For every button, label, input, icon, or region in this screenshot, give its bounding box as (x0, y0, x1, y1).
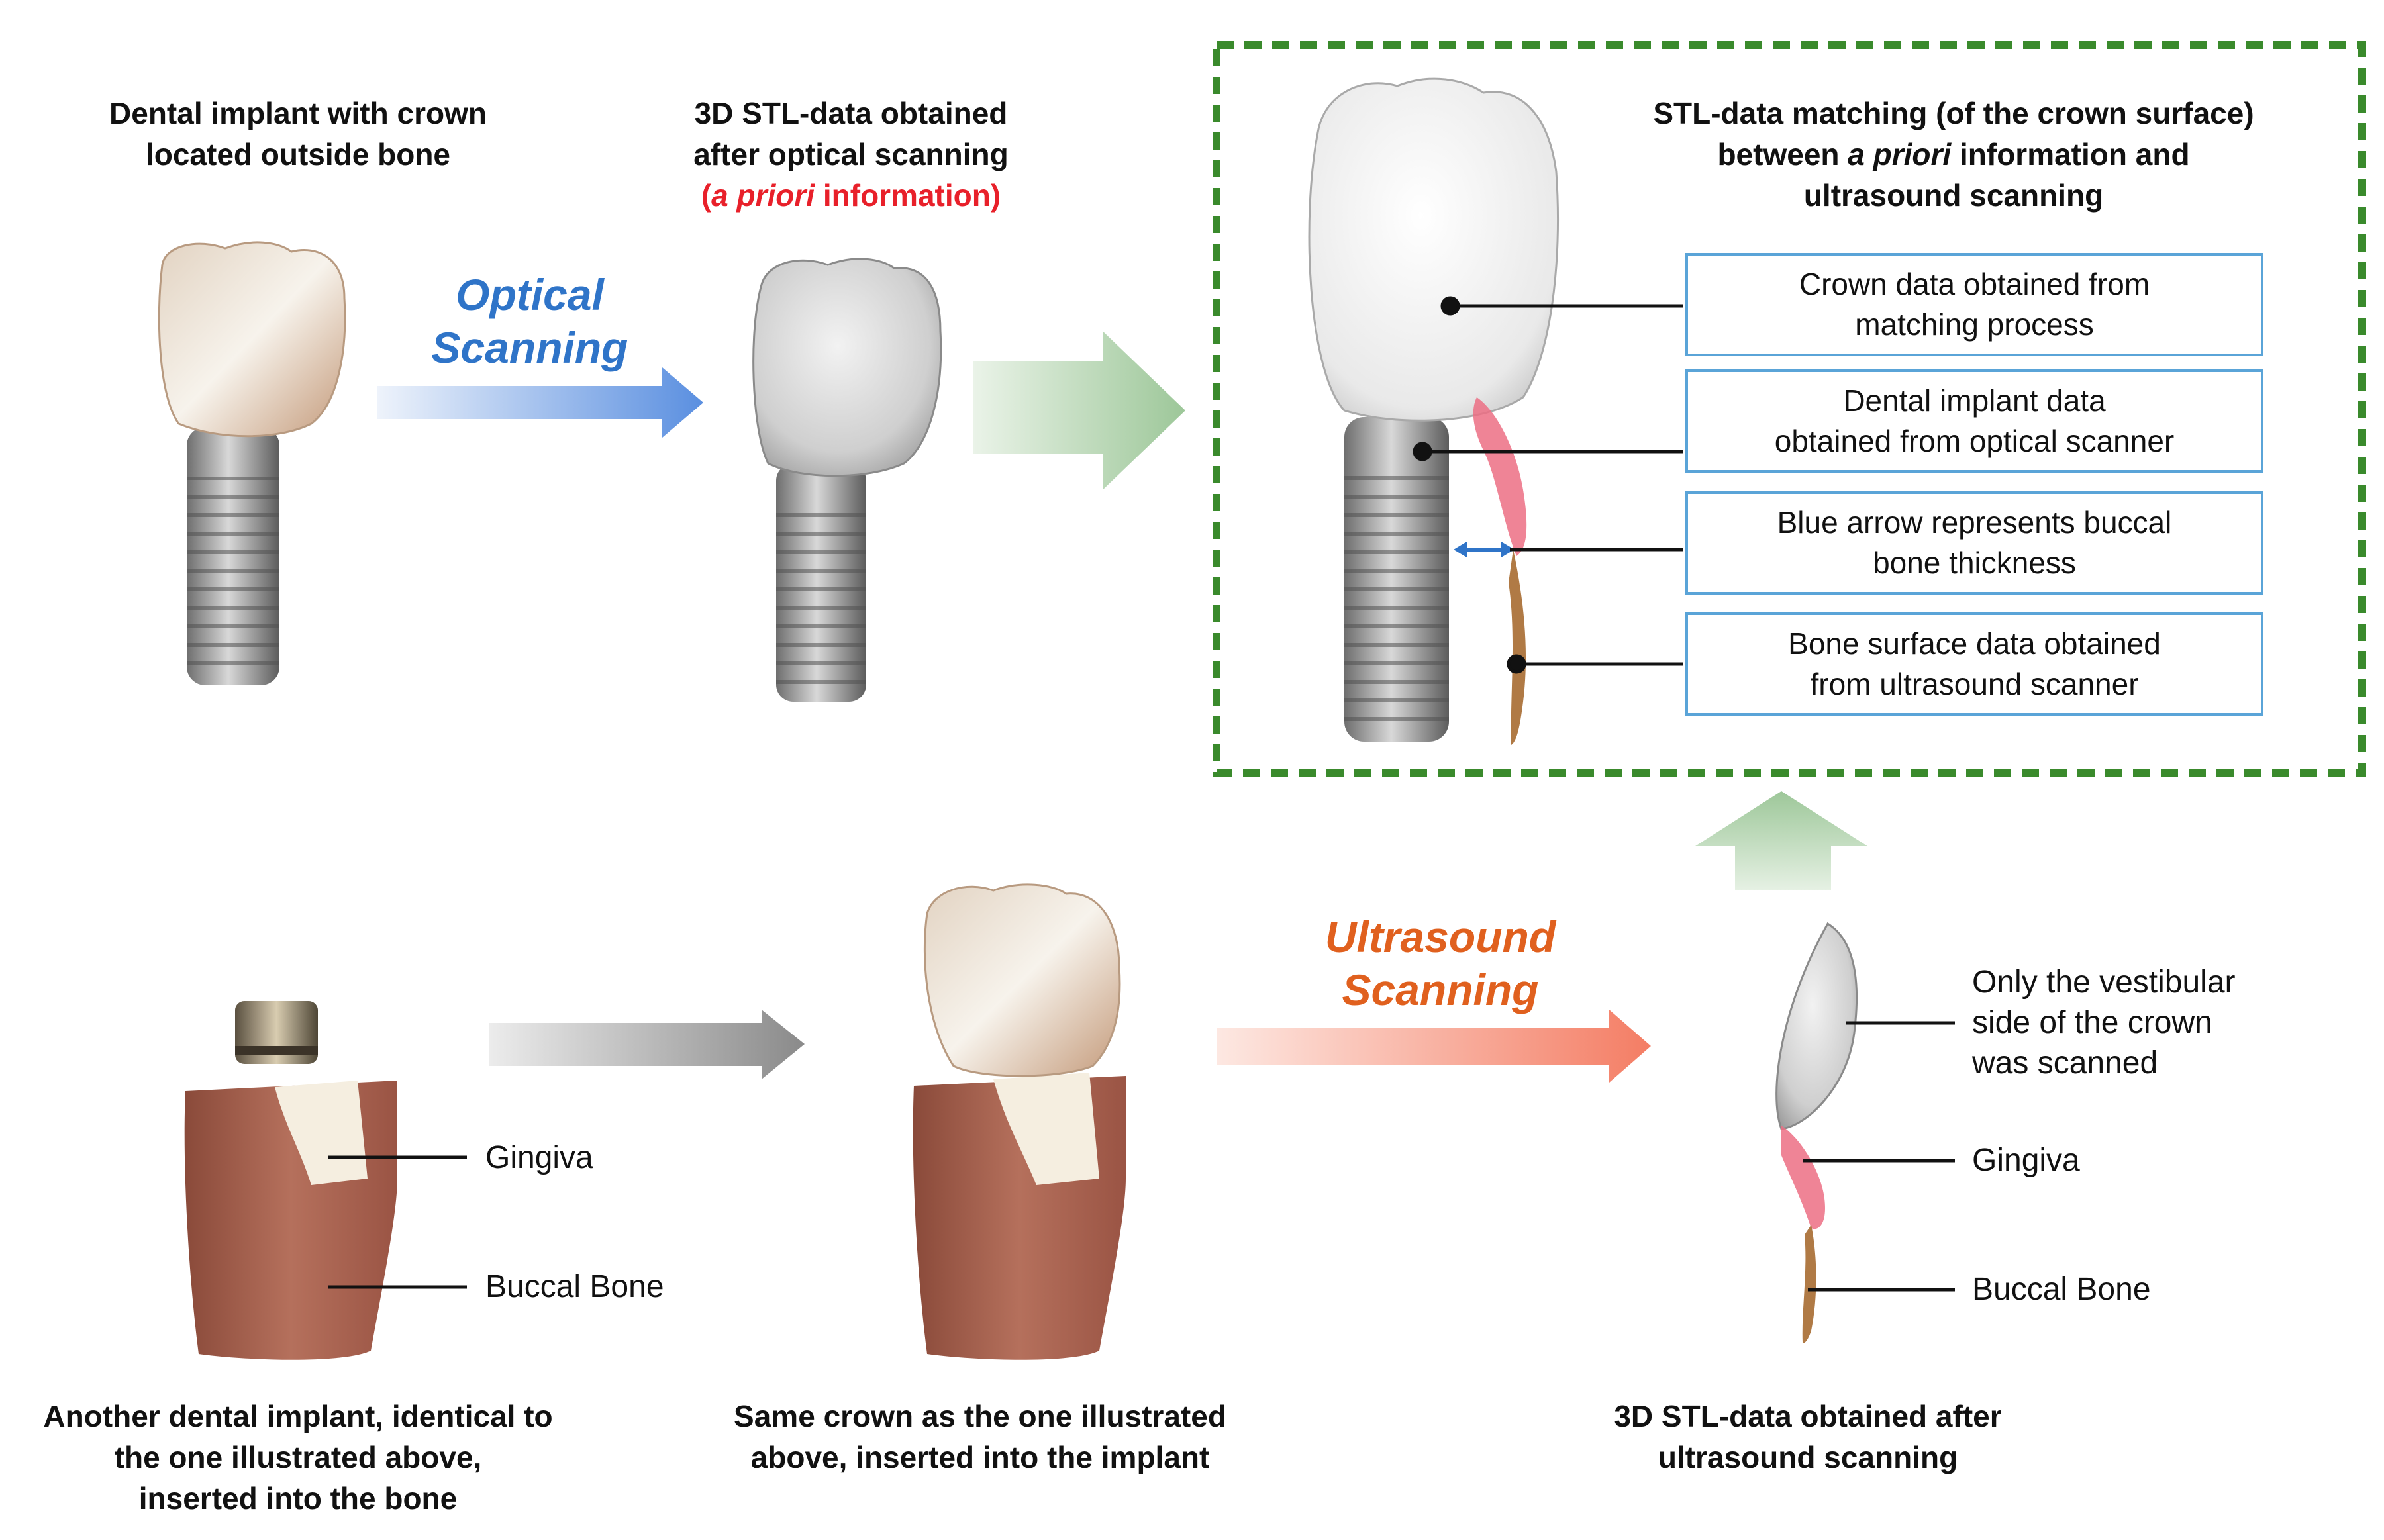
matching-title-post: information and (1951, 137, 2190, 171)
optical-scanning-arrow (377, 367, 703, 438)
bottom-right-caption-line2: ultrasound scanning (1658, 1440, 1958, 1474)
bottom-mid-caption: Same crown as the one illustrated above,… (689, 1396, 1271, 1478)
top-mid-caption: 3D STL-data obtained after optical scann… (622, 93, 1079, 216)
ultrasound-label-line2: Scanning (1342, 965, 1539, 1014)
a-priori-rest: information) (815, 178, 1001, 213)
crown-data-box: Crown data obtained from matching proces… (1685, 253, 2263, 356)
ultrasound-stl-model (1775, 922, 1858, 1343)
matching-title: STL-data matching (of the crown surface)… (1576, 93, 2331, 216)
bottom-mid-caption-line2: above, inserted into the implant (750, 1440, 1210, 1474)
implant-data-line2: obtained from optical scanner (1774, 424, 2175, 458)
up-arrow-to-matching (1695, 791, 1867, 890)
top-left-caption-line2: located outside bone (145, 137, 451, 171)
gingiva-label: Gingiva (485, 1140, 593, 1175)
matching-title-pre: between (1717, 137, 1848, 171)
optical-scanning-label: Optical Scanning (397, 268, 662, 374)
stl-buccal-bone-label: Buccal Bone (1972, 1272, 2151, 1307)
top-left-caption-line1: Dental implant with crown (109, 96, 487, 130)
ultrasound-label-line1: Ultrasound (1324, 912, 1556, 961)
vestibular-line2: side of the crown (1972, 1005, 2212, 1040)
bone-thickness-line2: bone thickness (1873, 546, 2076, 580)
crown-data-line1: Crown data obtained from (1799, 267, 2150, 301)
stl-implant-model (752, 258, 942, 702)
matching-frame (1213, 41, 2366, 777)
ultrasound-scanning-arrow (1217, 1010, 1651, 1083)
bottom-mid-caption-line1: Same crown as the one illustrated (734, 1399, 1226, 1433)
matching-title-line1: STL-data matching (of the crown surface) (1653, 96, 2254, 130)
matching-title-line2: between a priori information and (1576, 134, 2331, 175)
ultrasound-scanning-label: Ultrasound Scanning (1268, 910, 1613, 1016)
top-mid-caption-line2: after optical scanning (693, 137, 1009, 171)
bottom-left-caption-line2: the one illustrated above, (114, 1440, 482, 1474)
bone-sample-leader-lines (328, 1155, 467, 1289)
bottom-left-caption-line1: Another dental implant, identical to (43, 1399, 553, 1433)
bone-surface-box: Bone surface data obtained from ultrasou… (1685, 612, 2263, 716)
a-priori-note: (a priori information) (622, 175, 1079, 216)
bottom-left-caption: Another dental implant, identical to the… (7, 1396, 589, 1519)
bottom-right-caption-line1: 3D STL-data obtained after (1614, 1399, 2002, 1433)
to-matching-arrow (973, 331, 1185, 490)
bone-surface-line1: Bone surface data obtained (1788, 626, 2161, 661)
bottom-left-caption-line3: inserted into the bone (138, 1481, 458, 1516)
implant-data-box: Dental implant data obtained from optica… (1685, 369, 2263, 473)
optical-label-line1: Optical (456, 270, 604, 319)
optical-label-line2: Scanning (431, 323, 628, 372)
vestibular-line3: was scanned (1972, 1045, 2158, 1081)
matching-title-italic: a priori (1848, 137, 1952, 171)
a-priori-open: ( (701, 178, 712, 213)
stl-gingiva-label: Gingiva (1972, 1143, 2080, 1178)
crown-inserted-photo (913, 883, 1126, 1360)
ultrasound-leader-lines (1803, 1021, 1955, 1292)
implant-with-crown-photo (158, 241, 346, 685)
bottom-right-caption: 3D STL-data obtained after ultrasound sc… (1536, 1396, 2079, 1478)
buccal-bone-label: Buccal Bone (485, 1269, 664, 1304)
crown-data-line2: matching process (1855, 307, 2094, 342)
top-mid-caption-line1: 3D STL-data obtained (694, 96, 1008, 130)
top-left-caption: Dental implant with crown located outsid… (53, 93, 543, 175)
bone-surface-line2: from ultrasound scanner (1810, 667, 2139, 701)
vestibular-line1: Only the vestibular (1972, 965, 2236, 1000)
bone-thickness-line1: Blue arrow represents buccal (1777, 505, 2172, 540)
implant-data-line1: Dental implant data (1843, 383, 2106, 418)
implant-in-bone-photo (184, 1001, 397, 1360)
a-priori-italic: a priori (711, 178, 815, 213)
insert-crown-arrow (489, 1010, 805, 1079)
matching-leader-lines (1413, 296, 1683, 674)
matching-title-line3: ultrasound scanning (1803, 178, 2104, 213)
vestibular-label: Only the vestibular side of the crown wa… (1972, 962, 2236, 1083)
bone-thickness-box: Blue arrow represents buccal bone thickn… (1685, 491, 2263, 595)
matched-model (1308, 77, 1560, 745)
